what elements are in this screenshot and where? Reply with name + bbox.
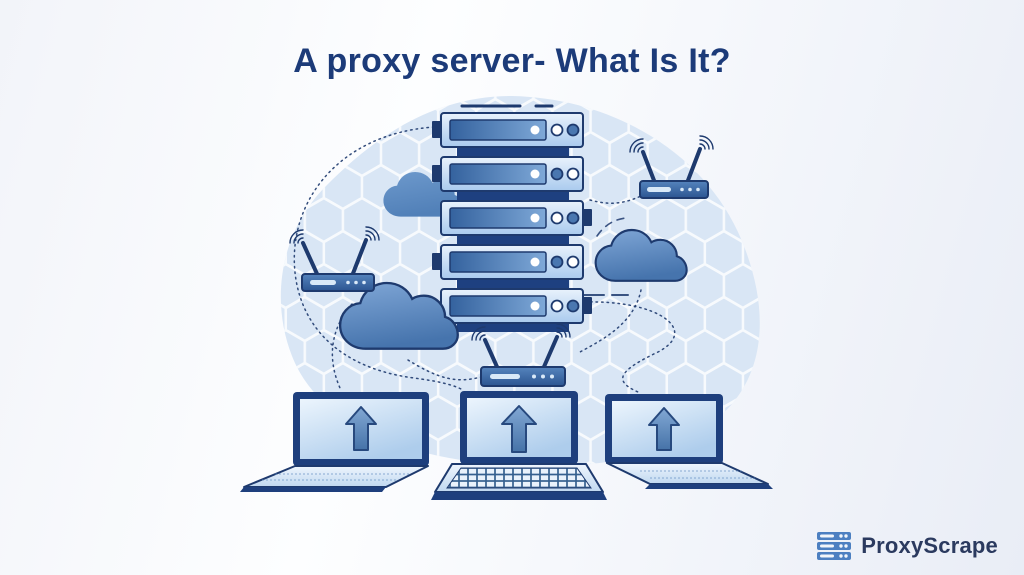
proxyscrape-logo: ProxyScrape [816, 531, 998, 561]
proxyscrape-logo-icon [817, 532, 852, 560]
cloud-icon-right [594, 228, 688, 282]
router-icon-right [629, 135, 714, 199]
keyboard [446, 467, 592, 489]
laptop-icon-middle [431, 391, 607, 500]
proxyscrape-logo-text: ProxyScrape [861, 533, 998, 558]
router-icon-middle [471, 323, 571, 387]
server-unit [440, 200, 592, 236]
rack-connectors [457, 145, 569, 332]
cloud-icon-large [338, 281, 459, 350]
server-unit [432, 244, 584, 280]
server-rack-icon [432, 104, 592, 332]
wifi-signal-icon [471, 323, 571, 341]
laptop-icon-right [605, 394, 773, 489]
server-unit [432, 156, 584, 192]
upload-arrow-icon [648, 407, 680, 451]
laptop-icon-left [240, 392, 429, 492]
server-unit [432, 112, 584, 148]
upload-arrow-icon [345, 406, 377, 451]
wifi-signal-icon [629, 135, 714, 153]
page-title: A proxy server- What Is It? [293, 42, 731, 80]
upload-arrow-icon [501, 405, 537, 453]
server-unit [440, 288, 592, 324]
router-icon-left [289, 226, 380, 292]
wifi-signal-icon [289, 226, 380, 244]
